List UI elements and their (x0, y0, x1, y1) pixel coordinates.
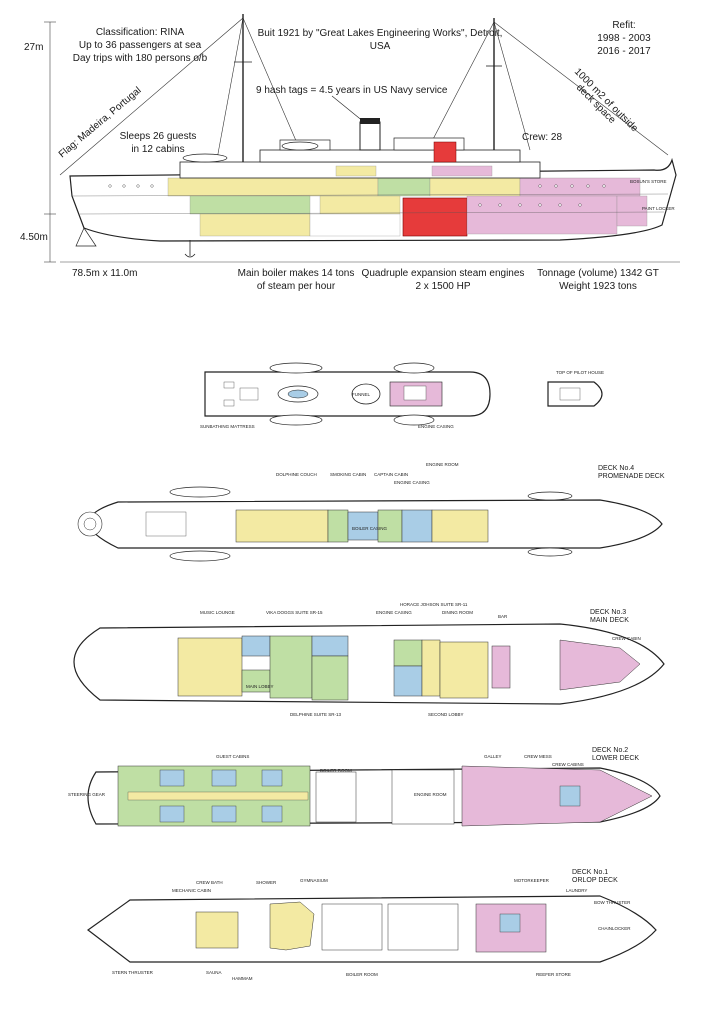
main-title-1: DECK No.3 (590, 609, 626, 616)
orlop-title-2: ORLOP DECK (572, 877, 618, 884)
profile-label-bosun-store: BOSUN'S STORE (630, 179, 667, 184)
orlop-label-6: LAUNDRY (566, 888, 587, 893)
top-funnel-label: FUNNEL (352, 392, 370, 397)
refit-line2: 1998 - 2003 (597, 33, 651, 44)
built-line2: USA (370, 41, 391, 52)
orlop-title-1: DECK No.1 (572, 869, 608, 876)
main-deck-plan: MUSIC LOUNGE VIKA DOGGS SUITE SR-15 ENGI… (73, 602, 665, 717)
lower-title-1: DECK No.2 (592, 747, 628, 754)
draft-label: 4.50m (20, 232, 48, 243)
orlop-label-8: STERN THRUSTER (112, 970, 154, 975)
tonnage-line2: Weight 1923 tons (559, 281, 637, 292)
boiler-line2: of steam per hour (257, 281, 336, 292)
main-label-1: MUSIC LOUNGE (200, 610, 235, 615)
crew-label: Crew: 28 (522, 132, 562, 143)
sleeps-line1: Sleeps 26 guests (120, 131, 197, 142)
top-sunbathing-label: SUNBATHING MATTRESS (200, 424, 255, 429)
orlop-label-7: BOW THRUSTER (594, 900, 631, 905)
lower-title-2: LOWER DECK (592, 755, 639, 762)
lower-label-7: STEERING GEAR (68, 792, 106, 797)
orlop-label-4: GYMNASIUM (300, 878, 328, 883)
refit-line1: Refit: (612, 20, 635, 31)
lower-label-6: CREW CABINS (552, 762, 584, 767)
boiler-line1: Main boiler makes 14 tons (238, 268, 355, 279)
orlop-label-2: MECHANIC CABIN (172, 888, 211, 893)
orlop-label-13: CHAINLOCKER (598, 926, 631, 931)
lower-label-5: CREW MESS (524, 754, 552, 759)
pilot-house-label: TOP OF PILOT HOUSE (556, 370, 604, 375)
main-label-10: MAIN LOBBY (246, 684, 274, 689)
main-label-6: BAR (498, 614, 508, 619)
classification-line1: Classification: RINA (96, 27, 185, 38)
promenade-label-4: ENGINE CASING (394, 480, 430, 485)
main-label-7: CREW CABIN (612, 636, 641, 641)
tonnage-line1: Tonnage (volume) 1342 GT (537, 268, 659, 279)
lower-label-2: BOILER ROOM (320, 768, 352, 773)
built-line1: Buit 1921 by "Great Lakes Engineering Wo… (258, 28, 503, 39)
orlop-label-12: REEFER STORE (536, 972, 571, 977)
main-label-4: HORACE JOHSON SUITE SR-11 (400, 602, 468, 607)
funnel-shape (351, 383, 381, 405)
promenade-title-1: DECK No.4 (598, 465, 634, 472)
refit-line3: 2016 - 2017 (597, 46, 651, 57)
height-label: 27m (24, 42, 43, 53)
promenade-label-1: DOLPHINE COUCH (276, 472, 317, 477)
classification-line2: Up to 36 passengers at sea (79, 40, 202, 51)
lower-deck-plan: GUEST CABINS BOILER ROOM ENGINE ROOM GAL… (68, 747, 661, 827)
promenade-label-3: CAPTAIN CABIN (374, 472, 408, 477)
orlop-label-5: MOTORKEEPER (514, 878, 550, 883)
top-engine-casing-label: ENGINE CASING (418, 424, 454, 429)
promenade-deck-plan: DOLPHINE COUCH SMOKING CABIN CAPTAIN CAB… (77, 462, 665, 562)
main-label-3: ENGINE CASING (376, 610, 412, 615)
top-deck-plan: FUNNEL SUNBATHING MATTRESS ENGINE CASING… (200, 362, 604, 429)
main-label-8: DELPHINE SUITE SR-13 (290, 712, 342, 717)
lower-label-4: GALLEY (484, 754, 502, 759)
ship-profile: BOSUN'S STORE PAINT LOCKER (44, 14, 680, 263)
engine-line1: Quadruple expansion steam engines (362, 268, 525, 279)
main-title-2: MAIN DECK (590, 617, 629, 624)
dimensions-label: 78.5m x 11.0m (72, 268, 137, 279)
orlop-label-10: HAMMAM (232, 976, 253, 981)
main-label-5: DINING ROOM (442, 610, 473, 615)
engine-room-zone (402, 197, 468, 237)
promenade-label-5: ENGINE ROOM (426, 462, 459, 467)
promenade-label-2: SMOKING CABIN (330, 472, 366, 477)
main-label-9: SECOND LOBBY (428, 712, 464, 717)
classification-line3: Day trips with 180 persons o/b (73, 53, 208, 64)
profile-label-paint-locker: PAINT LOCKER (642, 206, 675, 211)
lower-label-1: GUEST CABINS (216, 754, 249, 759)
orlop-label-11: BOILER ROOM (346, 972, 378, 977)
hash-tags-note: 9 hash tags = 4.5 years in US Navy servi… (256, 85, 448, 96)
main-label-2: VIKA DOGGS SUITE SR-15 (266, 610, 323, 615)
orlop-label-3: SHOWER (256, 880, 277, 885)
promenade-title-2: PROMENADE DECK (598, 473, 665, 480)
engine-line2: 2 x 1500 HP (415, 281, 470, 292)
orlop-label-9: SAUNA (206, 970, 222, 975)
promenade-label-6: BOILER CASING (352, 526, 388, 531)
deck-space-line1: 1000 m2 of outside (572, 66, 640, 134)
lower-label-3: ENGINE ROOM (414, 792, 447, 797)
sleeps-line2: in 12 cabins (131, 144, 184, 155)
orlop-label-1: CREW BATH (196, 880, 223, 885)
orlop-deck-plan: CREW BATH MECHANIC CABIN SHOWER GYMNASIU… (86, 869, 657, 981)
